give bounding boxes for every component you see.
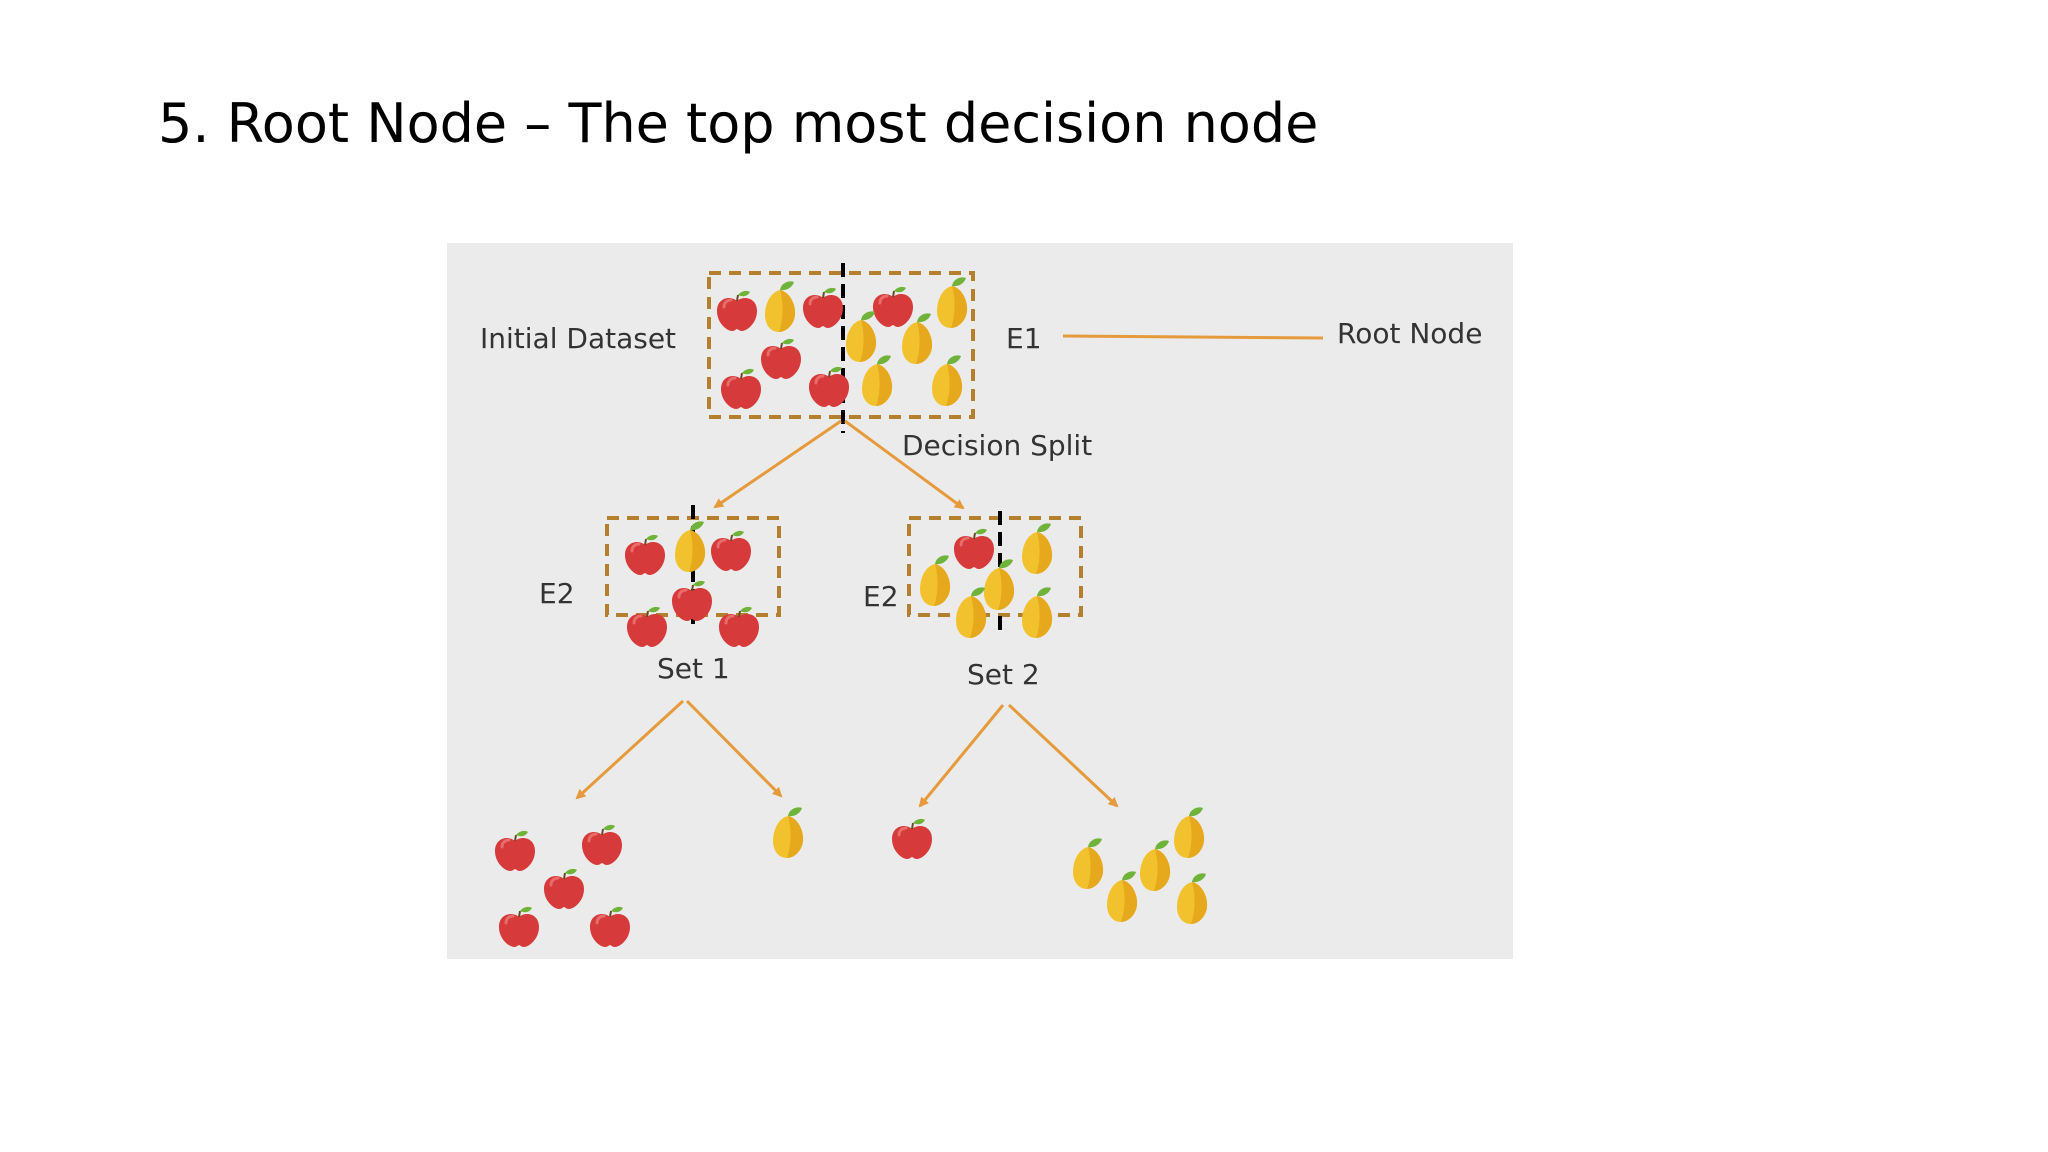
decision-split-label: Decision Split	[902, 429, 1092, 462]
e1-label: E1	[1006, 322, 1042, 355]
diagram-background	[447, 243, 1513, 959]
arrow-set2-right	[1007, 703, 1119, 808]
decision-tree-diagram: Initial Dataset E1 Root Node Decision Sp…	[447, 243, 1513, 959]
arrow-set2-left	[918, 704, 1005, 808]
set2-box	[907, 511, 1083, 638]
e2-right-label: E2	[863, 580, 899, 613]
set1-label: Set 1	[657, 652, 730, 685]
root-node-connector	[1062, 334, 1324, 340]
arrow-root-to-set2	[844, 419, 965, 510]
initial-dataset-label: Initial Dataset	[480, 322, 676, 355]
arrow-root-to-set1	[713, 419, 842, 509]
slide-title: 5. Root Node – The top most decision nod…	[158, 92, 1319, 155]
set1-box	[605, 505, 781, 649]
arrow-set1-left	[575, 699, 685, 800]
root-node-label: Root Node	[1337, 317, 1482, 350]
e2-left-label: E2	[539, 577, 575, 610]
arrow-set1-right	[685, 699, 783, 798]
root-node-box	[707, 263, 975, 433]
set2-label: Set 2	[967, 658, 1040, 691]
